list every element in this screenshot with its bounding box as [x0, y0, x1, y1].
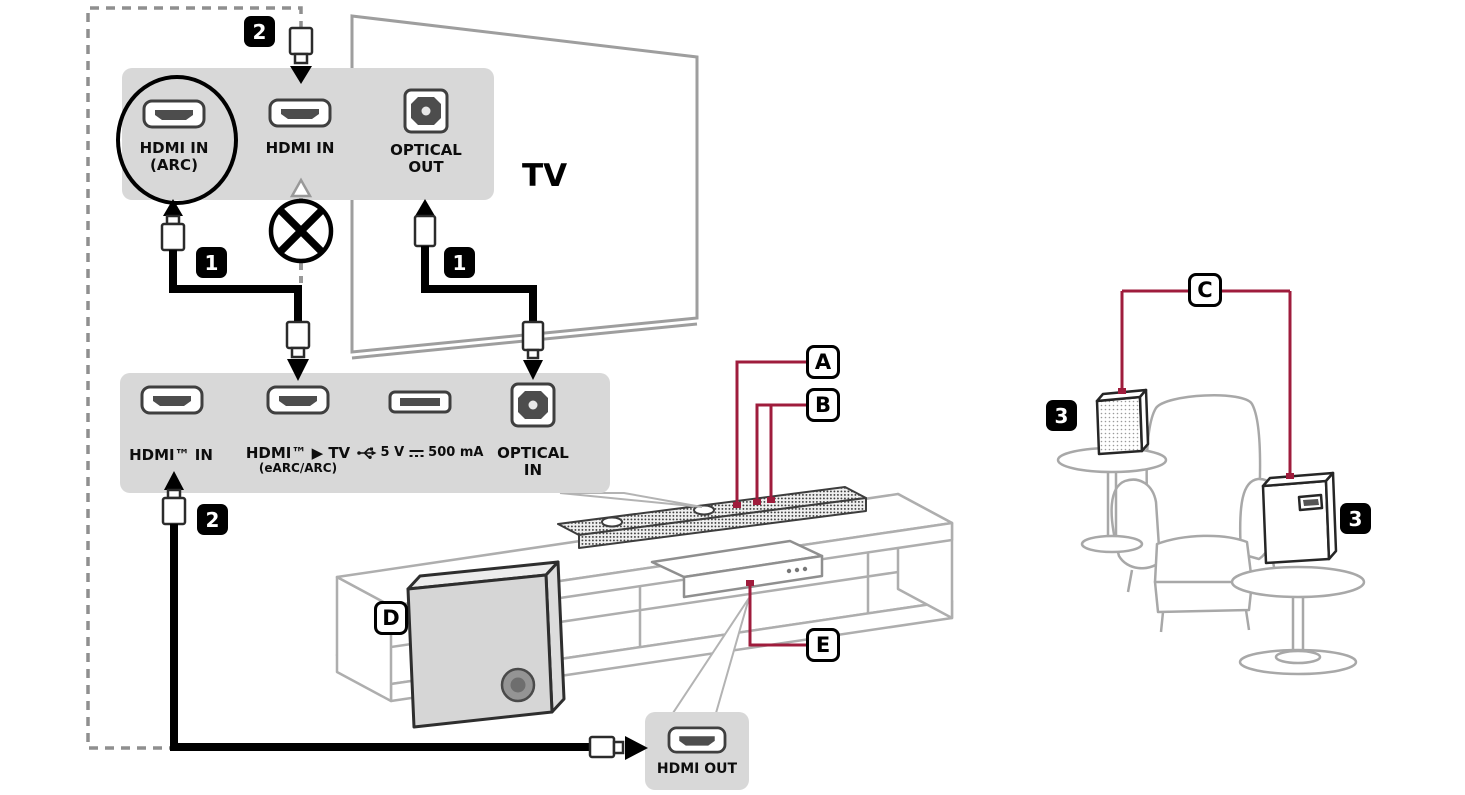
set-top-box-illustration	[650, 539, 824, 599]
callout-line-a	[735, 360, 806, 505]
usb-current: 500 mA	[428, 445, 484, 460]
hdmi-port-icon	[266, 385, 330, 415]
callout-triangle-soundbar	[559, 492, 703, 508]
hdmi-cable-2-top	[288, 26, 314, 84]
hdmi-port-icon	[268, 98, 332, 128]
callout-label-d: D	[374, 601, 408, 635]
arc-port-circle-highlight	[116, 75, 238, 205]
tv-optical-out-label: OPTICAL OUT	[390, 141, 462, 176]
callout-label-b: B	[806, 388, 840, 422]
step-badge-2-soundbar: 2	[197, 504, 228, 535]
hdmi-cable-1	[160, 199, 311, 381]
dc-symbol-icon	[408, 448, 424, 458]
step-badge-2-tv: 2	[244, 16, 275, 47]
prohibition-symbol	[268, 177, 334, 285]
optical-port-icon	[510, 382, 556, 428]
hdmi-port-icon	[664, 726, 730, 754]
rear-speaker-left	[1095, 388, 1150, 456]
hdmi-cable-2-bottom	[161, 471, 648, 760]
callout-label-c: C	[1188, 273, 1222, 307]
tv-hdmi-in-label: HDMI IN	[265, 139, 335, 157]
optical-cable-1	[413, 199, 545, 380]
soundbar-illustration	[557, 486, 867, 549]
stb-hdmi-out-label: HDMI OUT	[656, 761, 738, 777]
soundbar-hdmi-tv-label: HDMI™ ▶ TV (eARC/ARC)	[245, 444, 351, 475]
step-badge-1-hdmi: 1	[196, 247, 227, 278]
usb-icon	[357, 447, 377, 460]
soundbar-usb-label: 5 V 500 mA	[357, 445, 484, 461]
usb-voltage: 5 V	[380, 445, 405, 460]
hdmi-port-icon	[142, 99, 206, 129]
step-badge-1-optical: 1	[444, 247, 475, 278]
step-badge-3-right-speaker: 3	[1340, 503, 1371, 534]
callout-label-a: A	[806, 345, 840, 379]
step-badge-3-left-speaker: 3	[1046, 400, 1077, 431]
callout-line-b	[755, 403, 806, 502]
callout-line-e	[748, 585, 806, 647]
side-table-right	[1230, 565, 1366, 676]
optical-port-icon	[403, 88, 449, 134]
usb-port-icon	[388, 390, 452, 414]
callout-line-ticks	[733, 388, 1294, 586]
subwoofer-illustration	[406, 560, 566, 729]
hdmi-port-icon	[140, 385, 204, 415]
callout-label-e: E	[806, 628, 840, 662]
tv-device-label: TV	[522, 158, 568, 194]
soundbar-hdmi-in-label: HDMI™ IN	[129, 446, 213, 464]
rear-speaker-right	[1261, 471, 1338, 565]
tv-hdmi-arc-label: HDMI IN (ARC)	[139, 139, 209, 174]
soundbar-optical-in-label: OPTICAL IN	[497, 444, 569, 479]
side-table-left	[1056, 446, 1168, 554]
